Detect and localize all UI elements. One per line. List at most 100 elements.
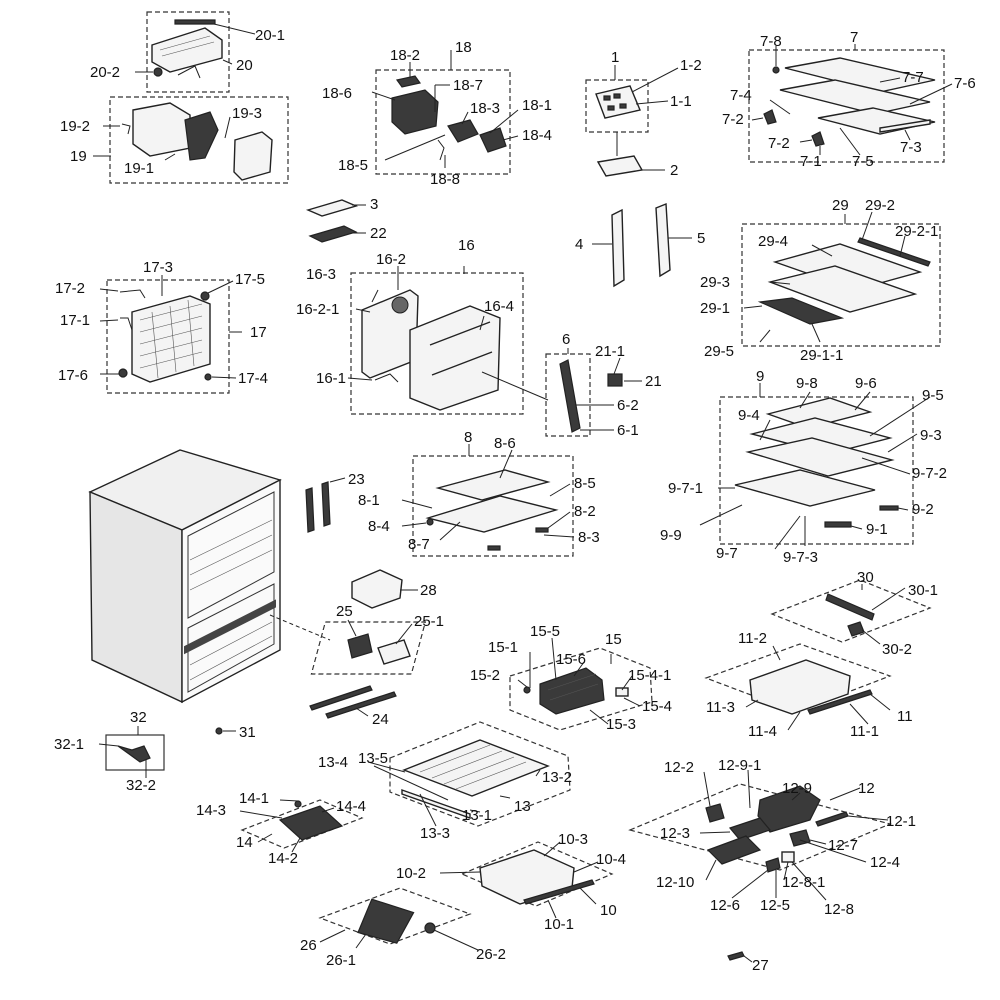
label-20: 20 xyxy=(236,57,253,74)
label-18-1: 18-1 xyxy=(522,97,552,114)
part-9-3-frame xyxy=(745,437,895,477)
part-group-7: 7-8 7 7-7 7-6 7-4 7-2 7-2 7-1 7-5 7-3 xyxy=(722,29,976,170)
label-11-2: 11-2 xyxy=(738,630,767,647)
part-17-6-fuse xyxy=(118,368,128,378)
part-7-8-screw xyxy=(772,66,780,74)
label-8-5: 8-5 xyxy=(574,475,596,492)
label-18-4: 18-4 xyxy=(522,127,552,144)
part-5-rail xyxy=(655,202,671,278)
group-32-box xyxy=(105,734,165,771)
label-2: 2 xyxy=(670,162,678,179)
label-15-4-1: 15-4-1 xyxy=(628,667,671,684)
part-26-2-part xyxy=(424,922,436,934)
label-12-8: 12-8 xyxy=(824,901,854,918)
label-11: 11 xyxy=(897,708,913,725)
part-group-13: 13-4 13-5 13-2 13 13-1 13-3 xyxy=(318,721,572,842)
label-15-6: 15-6 xyxy=(556,651,586,668)
label-29-4: 29-4 xyxy=(758,233,788,250)
part-7-3-trim xyxy=(879,119,931,133)
part-21-1-sensor xyxy=(607,373,623,387)
group-29-box xyxy=(741,223,941,347)
label-27: 27 xyxy=(752,957,769,974)
label-12-9: 12-9 xyxy=(782,780,812,797)
label-13-2: 13-2 xyxy=(542,769,572,786)
label-9-2: 9-2 xyxy=(912,501,934,518)
label-31: 31 xyxy=(239,724,256,741)
label-29-3: 29-3 xyxy=(700,274,730,291)
label-18-5: 18-5 xyxy=(338,157,368,174)
part-group-12: 12-2 12-9-1 12-9 12 12-1 12-3 12-7 12-4 … xyxy=(628,757,916,918)
label-7-1: 7-1 xyxy=(800,153,822,170)
label-7-8: 7-8 xyxy=(760,33,782,50)
part-8-4-screw xyxy=(426,518,434,526)
label-9-8: 9-8 xyxy=(796,375,818,392)
part-23-strip-b xyxy=(321,481,331,527)
part-31: 31 xyxy=(215,724,256,741)
label-12-9-1: 12-9-1 xyxy=(718,757,761,774)
label-9-5: 9-5 xyxy=(922,387,944,404)
label-24: 24 xyxy=(372,711,389,728)
label-8-7: 8-7 xyxy=(408,536,430,553)
label-20-2: 20-2 xyxy=(90,64,120,81)
part-16-cover xyxy=(409,305,501,411)
part-group-26: 26 26-1 26-2 xyxy=(300,887,506,969)
part-4-rail xyxy=(611,208,625,288)
part-24-trim-a xyxy=(309,685,373,711)
label-18-2: 18-2 xyxy=(390,47,420,64)
label-13-1: 13-1 xyxy=(462,807,492,824)
part-25-1-cover xyxy=(377,639,411,665)
label-18-6: 18-6 xyxy=(322,85,352,102)
label-21: 21 xyxy=(645,373,662,390)
part-24-trim-b xyxy=(325,691,397,719)
label-20-1: 20-1 xyxy=(255,27,285,44)
label-16-4: 16-4 xyxy=(484,298,514,315)
part-17-4-sensor xyxy=(204,373,212,381)
label-29-1-1: 29-1-1 xyxy=(800,347,843,364)
label-11-3: 11-3 xyxy=(706,699,735,716)
part-12-7-part xyxy=(789,829,811,847)
part-12-9-housing xyxy=(757,785,821,833)
label-5: 5 xyxy=(697,230,705,247)
label-16-2: 16-2 xyxy=(376,251,406,268)
label-16-1: 16-1 xyxy=(316,370,346,387)
part-18-3-fitting xyxy=(447,119,479,143)
group-19-box xyxy=(109,96,289,184)
part-group-29: 29 29-2 29-2-1 29-4 29-3 29-1 29-5 29-1-… xyxy=(700,197,941,364)
part-22-cover xyxy=(308,225,358,243)
group-15-box xyxy=(509,647,653,731)
label-16-3: 16-3 xyxy=(306,266,336,283)
part-25-hinge xyxy=(347,633,373,659)
label-1: 1 xyxy=(611,49,619,66)
part-group-15: 15-1 15-5 15 15-6 15-4-1 15-2 15-4 15-3 xyxy=(470,623,672,733)
part-15-4-1-part xyxy=(615,687,629,697)
label-22: 22 xyxy=(370,225,387,242)
label-26: 26 xyxy=(300,937,317,954)
label-4: 4 xyxy=(575,236,583,253)
label-14-3: 14-3 xyxy=(196,802,226,819)
part-7-5-frame-rail xyxy=(817,107,936,135)
label-12-3: 12-3 xyxy=(660,825,690,842)
part-23: 23 xyxy=(305,471,365,533)
label-25-1: 25-1 xyxy=(414,613,444,630)
label-10-1: 10-1 xyxy=(544,916,574,933)
label-30: 30 xyxy=(857,569,874,586)
group-16-box xyxy=(350,272,524,415)
part-12-1-part xyxy=(815,811,849,827)
label-17-4: 17-4 xyxy=(238,370,268,387)
label-19-1: 19-1 xyxy=(124,160,154,177)
part-8-7-part xyxy=(487,545,501,551)
group-26-box xyxy=(318,887,472,945)
part-group-16: 16-3 16-2 16 16-2-1 16-4 16-1 xyxy=(296,237,549,415)
label-9-7: 9-7 xyxy=(716,545,738,562)
label-8-3: 8-3 xyxy=(578,529,600,546)
label-12-4: 12-4 xyxy=(870,854,900,871)
group-6-box xyxy=(545,353,591,437)
label-11-1: 11-1 xyxy=(850,723,879,740)
part-group-18: 18 18-2 18-7 18-6 18-3 18-1 18-4 18-5 18… xyxy=(322,39,552,188)
label-9-7-3: 9-7-3 xyxy=(783,549,818,566)
label-10-2: 10-2 xyxy=(396,865,426,882)
label-9-9: 9-9 xyxy=(660,527,682,544)
label-17-5: 17-5 xyxy=(235,271,265,288)
label-12-2: 12-2 xyxy=(664,759,694,776)
